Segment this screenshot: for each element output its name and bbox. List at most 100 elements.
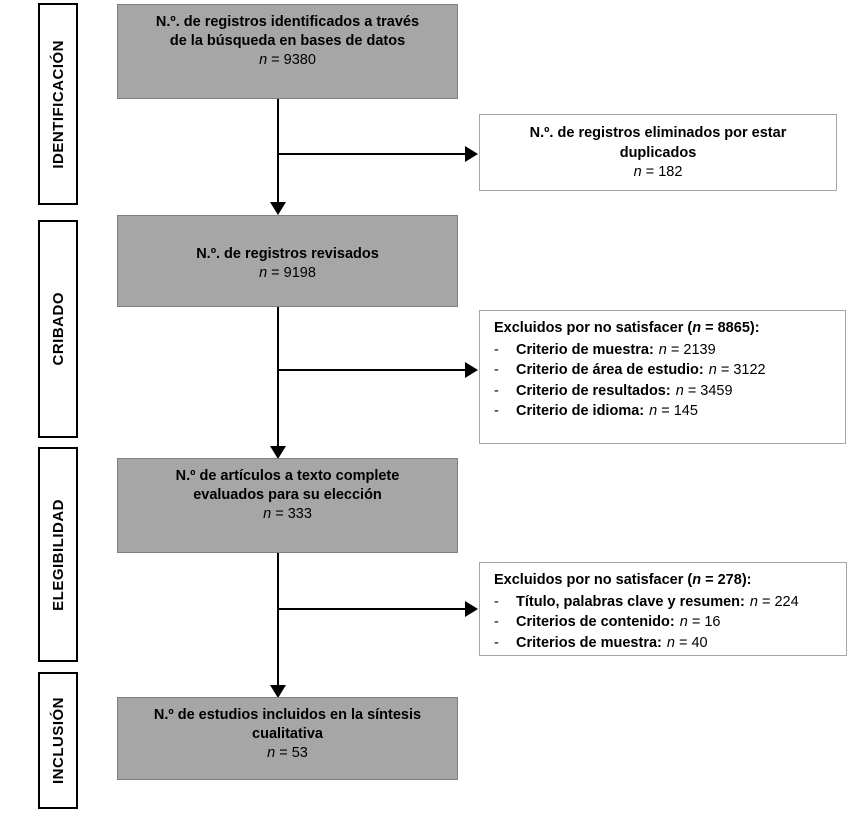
list-item: - Criterios de contenido: n = 16 xyxy=(494,612,840,633)
criterion-label: Criterios de muestra: xyxy=(516,634,662,651)
exclusion-box-duplicates: N.º. de registros eliminados por estar d… xyxy=(479,114,837,191)
process-box-identified: N.º. de registros identificados a través… xyxy=(117,4,458,99)
exclusion-box-screening: Excluidos por no satisfacer (n = 8865): … xyxy=(479,310,846,444)
exclusion-box-line1: N.º. de registros eliminados por estar xyxy=(529,125,787,141)
arrowhead-right-screening-exclusions xyxy=(465,362,478,378)
n-value: 9198 xyxy=(283,265,316,282)
list-item: - Criterio de área de estudio: n = 3122 xyxy=(494,360,839,381)
arrowhead-down-fulltext xyxy=(270,446,286,459)
n-value: = 16 xyxy=(691,614,721,631)
n-symbol: n xyxy=(259,265,268,282)
exclusion-criteria-list: - Título, palabras clave y resumen: n = … xyxy=(494,592,840,654)
n-value: = 145 xyxy=(661,403,698,420)
n-value: = 3122 xyxy=(720,362,766,379)
bullet-dash: - xyxy=(494,382,499,399)
process-box-count: n = 9198 xyxy=(259,265,316,282)
list-item: - Título, palabras clave y resumen: n = … xyxy=(494,592,840,613)
exclusion-list-body: Excluidos por no satisfacer (n = 8865): … xyxy=(480,311,845,422)
list-item: - Criterio de idioma: n = 145 xyxy=(494,401,839,422)
n-symbol: n xyxy=(679,614,688,631)
connector-fulltext-to-included xyxy=(277,553,279,687)
bullet-dash: - xyxy=(494,634,499,651)
exclusion-heading-text: Excluidos por no satisfacer ( xyxy=(494,572,693,588)
stage-label-elegibilidad: ELEGIBILIDAD xyxy=(38,447,78,662)
connector-screened-to-fulltext xyxy=(277,306,279,448)
n-value: = 3459 xyxy=(687,382,733,399)
exclusion-heading-suffix: ): xyxy=(749,320,760,336)
exclusion-box-line2: duplicados xyxy=(619,144,697,161)
n-symbol: n xyxy=(692,572,702,588)
criterion-count: n = 224 xyxy=(745,592,799,613)
bullet-dash: - xyxy=(494,614,499,631)
n-symbol: n xyxy=(708,362,717,379)
arrowhead-right-duplicates xyxy=(465,146,478,162)
list-item: - Criterio de resultados: n = 3459 xyxy=(494,381,839,402)
stage-label-text: IDENTIFICACIÓN xyxy=(49,39,67,169)
n-value: = 2139 xyxy=(670,341,716,358)
process-box-included: N.º de estudios incluidos en la síntesis… xyxy=(117,697,458,780)
stage-label-identificacion: IDENTIFICACIÓN xyxy=(38,3,78,205)
stage-label-cribado: CRIBADO xyxy=(38,220,78,438)
list-item: - Criterio de muestra: n = 2139 xyxy=(494,340,839,361)
arrowhead-right-eligibility-exclusions xyxy=(465,601,478,617)
n-symbol: n xyxy=(649,403,658,420)
list-item: - Criterios de muestra: n = 40 xyxy=(494,633,840,654)
n-symbol: n xyxy=(692,320,702,336)
connector-screened-to-exclusions xyxy=(277,369,467,371)
stage-label-text: CRIBADO xyxy=(49,292,67,366)
n-value: = 40 xyxy=(678,634,708,651)
criterion-label: Criterio de idioma: xyxy=(516,403,645,420)
exclusion-box-eligibility: Excluidos por no satisfacer (n = 278): -… xyxy=(479,562,847,656)
criterion-label: Criterios de contenido: xyxy=(516,614,675,631)
stage-label-inclusion: INCLUSIÓN xyxy=(38,672,78,809)
criterion-count: n = 2139 xyxy=(654,340,716,361)
n-symbol: n xyxy=(263,506,272,523)
exclusion-box-count: n = 182 xyxy=(633,164,683,181)
n-symbol: n xyxy=(749,593,758,610)
n-symbol: n xyxy=(259,52,268,69)
n-value: 333 xyxy=(287,506,312,523)
bullet-dash: - xyxy=(494,403,499,420)
bullet-dash: - xyxy=(494,362,499,379)
arrowhead-down-included xyxy=(270,685,286,698)
criterion-count: n = 3122 xyxy=(704,360,766,381)
bullet-dash: - xyxy=(494,593,499,610)
n-symbol: n xyxy=(675,382,684,399)
n-value: 9380 xyxy=(283,52,316,69)
process-box-fulltext: N.º de artículos a texto complete evalua… xyxy=(117,458,458,553)
n-value: = 8865 xyxy=(705,320,750,336)
stage-label-text: INCLUSIÓN xyxy=(49,697,67,784)
n-value: = 278 xyxy=(705,572,742,588)
n-value: 182 xyxy=(658,164,683,181)
bullet-dash: - xyxy=(494,341,499,358)
process-box-line1: N.º. de registros revisados xyxy=(196,246,379,262)
connector-identified-to-duplicates xyxy=(277,153,467,155)
connector-fulltext-to-exclusions xyxy=(277,608,467,610)
criterion-count: n = 145 xyxy=(644,401,698,422)
exclusion-heading: Excluidos por no satisfacer (n = 8865): xyxy=(494,319,839,339)
process-box-line1: N.º de artículos a texto complete xyxy=(175,468,400,484)
connector-identified-to-screened xyxy=(277,98,279,204)
process-box-count: n = 9380 xyxy=(259,52,316,69)
criterion-label: Criterio de área de estudio: xyxy=(516,362,704,379)
process-box-line2: evaluados para su elección xyxy=(193,487,382,504)
exclusion-heading-text: Excluidos por no satisfacer ( xyxy=(494,320,693,336)
criterion-count: n = 40 xyxy=(662,633,708,654)
process-box-line1: N.º. de registros identificados a través xyxy=(155,14,420,30)
arrowhead-down-screened xyxy=(270,202,286,215)
process-box-line1: N.º de estudios incluidos en la síntesis xyxy=(153,707,422,723)
criterion-label: Criterio de resultados: xyxy=(516,382,671,399)
exclusion-criteria-list: - Criterio de muestra: n = 2139 - Criter… xyxy=(494,340,839,422)
exclusion-list-body: Excluidos por no satisfacer (n = 278): -… xyxy=(480,563,846,653)
n-symbol: n xyxy=(658,341,667,358)
criterion-count: n = 16 xyxy=(675,612,721,633)
process-box-count: n = 53 xyxy=(267,745,308,762)
n-value: = 224 xyxy=(761,593,799,610)
process-box-line2: de la búsqueda en bases de datos xyxy=(169,33,406,50)
exclusion-heading-suffix: ): xyxy=(741,572,752,588)
n-symbol: n xyxy=(666,634,675,651)
criterion-count: n = 3459 xyxy=(671,381,733,402)
stage-label-text: ELEGIBILIDAD xyxy=(49,498,67,611)
process-box-count: n = 333 xyxy=(263,506,312,523)
